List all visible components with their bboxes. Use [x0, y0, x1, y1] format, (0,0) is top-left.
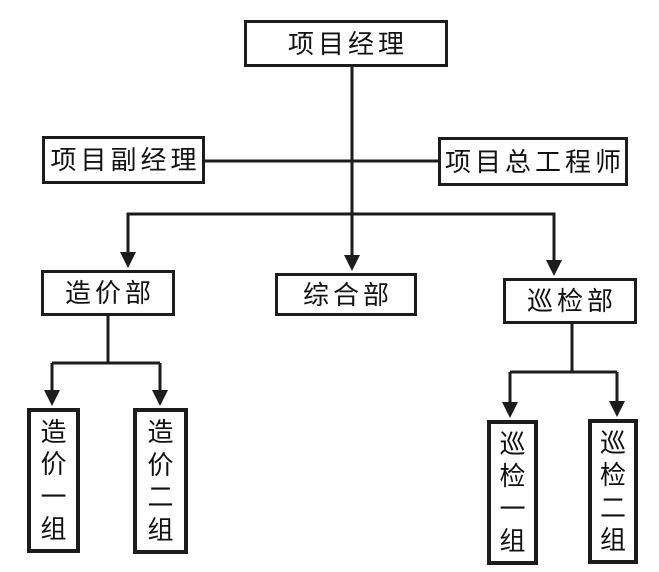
node-cost-group-2-label: 造价二组: [147, 416, 174, 546]
node-general-department: 综合部: [275, 273, 417, 316]
arrowhead-inspection-group1: [502, 402, 518, 418]
node-inspection-group-2-label: 巡检二组: [599, 427, 626, 556]
arrowhead-cost-group2: [152, 390, 168, 406]
node-inspection-group-1: 巡检一组: [487, 420, 538, 565]
connector-inspection-branch: [508, 323, 619, 404]
node-cost-department-label: 造价部: [64, 278, 155, 308]
node-general-department-label: 综合部: [302, 279, 393, 310]
node-deputy-project-manager: 项目副经理: [42, 136, 205, 184]
node-project-manager: 项目经理: [244, 20, 448, 67]
arrowhead-general-dept: [344, 255, 360, 271]
arrowhead-cost-group1: [44, 390, 60, 406]
node-cost-department: 造价部: [41, 270, 175, 316]
node-deputy-project-manager-label: 项目副经理: [50, 145, 201, 175]
node-project-manager-label: 项目经理: [287, 28, 408, 59]
connector-cost-branch: [50, 315, 162, 392]
arrowhead-cost-dept: [120, 252, 136, 268]
node-cost-group-1: 造价一组: [27, 408, 80, 553]
arrowhead-inspection-group2: [609, 401, 625, 417]
node-chief-engineer-label: 项目总工程师: [445, 146, 626, 177]
node-inspection-group-2: 巡检二组: [588, 419, 638, 564]
node-inspection-group-1-label: 巡检一组: [499, 428, 526, 557]
arrowhead-inspection-dept: [546, 260, 562, 276]
connector-department-rail: [126, 212, 556, 262]
node-cost-group-1-label: 造价一组: [40, 416, 67, 545]
node-cost-group-2: 造价二组: [133, 408, 188, 554]
node-inspection-department: 巡检部: [503, 278, 637, 324]
node-inspection-department-label: 巡检部: [526, 286, 617, 316]
node-chief-engineer: 项目总工程师: [438, 137, 628, 186]
